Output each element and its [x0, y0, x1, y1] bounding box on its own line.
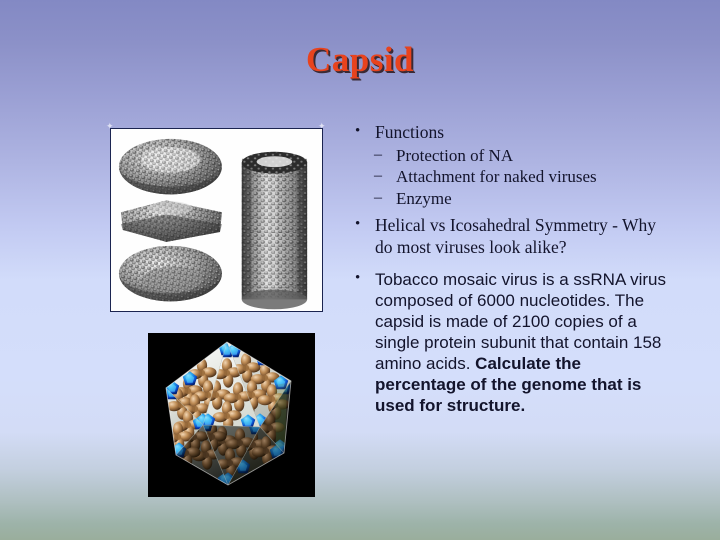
bullet-helical-vs-icosahedral: • Helical vs Icosahedral Symmetry - Why …: [348, 215, 666, 258]
bullet-marker: –: [374, 188, 382, 206]
bullet-text: Functions: [375, 122, 445, 142]
bullet-list: • Functions – Protection of NA – Attachm…: [348, 122, 666, 416]
sub-bullet-group: – Protection of NA – Attachment for nake…: [348, 145, 666, 210]
bullet-marker: •: [355, 270, 361, 286]
sub-bullet-list: – Protection of NA – Attachment for nake…: [348, 145, 666, 210]
icosahedral-capsid-illustration: [148, 333, 315, 497]
helical-capsid-figure: [110, 128, 323, 312]
sub-bullet-enzyme: – Enzyme: [368, 188, 666, 210]
bullet-marker: –: [374, 145, 382, 163]
sub-bullet-text: Enzyme: [396, 188, 452, 208]
sparkle-decoration: ✦: [318, 121, 326, 131]
bullet-marker: –: [374, 167, 382, 184]
sub-bullet-attachment-for-naked-viruses: – Attachment for naked viruses: [368, 166, 666, 188]
bullet-tmv-problem: • Tobacco mosaic virus is a ssRNA virus …: [348, 269, 666, 416]
icosahedral-capsid-figure: [148, 333, 315, 497]
sub-bullet-text: Protection of NA: [396, 145, 514, 165]
bullet-marker: •: [355, 216, 361, 232]
bullet-marker: •: [355, 123, 361, 139]
bullet-functions: • Functions: [348, 122, 666, 144]
sparkle-decoration: ✦: [106, 121, 114, 131]
slide-body-text: • Functions – Protection of NA – Attachm…: [348, 122, 666, 417]
sub-bullet-text: Attachment for naked viruses: [396, 167, 597, 186]
page-title: Capsid: [305, 40, 415, 79]
helical-capsid-illustration: [111, 129, 322, 311]
sub-bullet-protection-of-na: – Protection of NA: [368, 145, 666, 167]
bullet-text-regular: Tobacco mosaic virus is a ssRNA virus co…: [375, 270, 666, 373]
bullet-text: Helical vs Icosahedral Symmetry - Why do…: [375, 215, 657, 257]
bullet-text-bold: Calculate the percentage of the genome t…: [375, 354, 642, 415]
